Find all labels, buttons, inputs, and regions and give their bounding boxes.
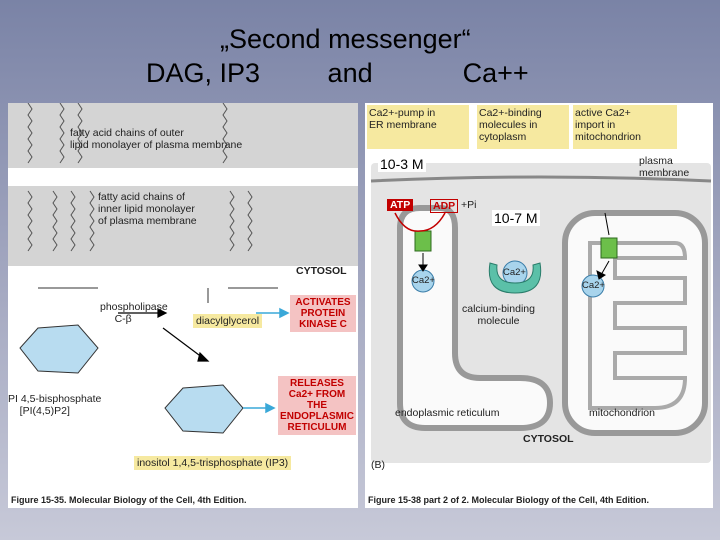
calcium-diagram: Ca2+-pump in ER membrane Ca2+-binding mo… [365, 103, 713, 508]
reaction-arrows [118, 308, 210, 362]
er-calcium-pump [414, 230, 432, 252]
dag-label: diacylglycerol [193, 314, 263, 328]
pip2-label: PI 4,5-bisphosphate [PI(4,5)P2] [8, 393, 102, 417]
outer-monolayer-label: fatty acid chains of outer lipid monolay… [70, 127, 243, 151]
right-cytosol-label: CYTOSOL [523, 433, 574, 445]
left-figure-caption: Figure 15-35. Molecular Biology of the C… [11, 495, 247, 505]
ip3-label: inositol 1,4,5-trisphosphate (IP3) [134, 456, 292, 470]
endoplasmic-reticulum-shape [397, 205, 554, 431]
ca-mito-label: Ca2+ [582, 280, 605, 291]
adp-label: ADP [430, 199, 459, 213]
releases-ca-box: RELEASES Ca2+ FROM THE ENDOPLASMIC RETIC… [278, 376, 356, 435]
inner-monolayer-band [8, 186, 358, 266]
binding-molecule-label: calcium-binding molecule [462, 303, 535, 327]
panel-b-label: (B) [371, 459, 385, 471]
right-figure-caption: Figure 15-38 part 2 of 2. Molecular Biol… [368, 495, 650, 505]
mitochondrion-label: mitochondrion [589, 407, 655, 419]
atp-label: ATP [387, 199, 414, 211]
er-label: endoplasmic reticulum [395, 407, 500, 419]
phospholipase-label: phospholipase C-β [100, 301, 168, 325]
pip2-inositol-ring [19, 324, 99, 374]
phospholipase-diagram: fatty acid chains of outer lipid monolay… [8, 103, 358, 508]
ca-er-label: Ca2+ [412, 275, 435, 286]
er-pump-label: Ca2+-pump in ER membrane [367, 105, 469, 149]
outer-monolayer-band [8, 103, 358, 168]
slide-title-line1: „Second messenger“ [220, 24, 471, 54]
inner-monolayer-label: fatty acid chains of inner lipid monolay… [98, 191, 197, 227]
ca-binding-label: Ca2+ [503, 267, 526, 278]
cytosol-concentration-label: 10-7 M [492, 210, 540, 226]
mito-import-label: active Ca2+ import in mitochondrion [573, 105, 677, 149]
er-concentration-label: 10-3 M [378, 156, 426, 172]
ip3-inositol-ring [164, 384, 244, 434]
plasma-membrane [370, 175, 712, 183]
cytosol-label: CYTOSOL [296, 265, 347, 277]
ion-flux-arrows [418, 212, 610, 280]
mito-calcium-importer [600, 237, 618, 259]
glycerol-backbone [38, 287, 278, 303]
calcium-diagram-graphic [365, 103, 713, 508]
activates-pkc-box: ACTIVATES PROTEIN KINASE C [290, 295, 356, 332]
mitochondrion-cristae [588, 241, 688, 410]
ca-ion-mito [581, 274, 605, 298]
plasma-membrane-label: plasma membrane [639, 155, 690, 179]
phospholipase-diagram-graphic [8, 103, 358, 434]
atp-hydrolysis-arrow [394, 212, 446, 232]
slide-title-line2: DAG, IP3 and Ca++ [146, 58, 529, 88]
binding-molecules-label: Ca2+-binding molecules in cytoplasm [477, 105, 569, 149]
fatty-acid-chains [27, 103, 253, 252]
calcium-binding-molecule-shape [488, 262, 542, 294]
effect-arrows [243, 307, 290, 414]
pi-label: +Pi [461, 199, 477, 211]
